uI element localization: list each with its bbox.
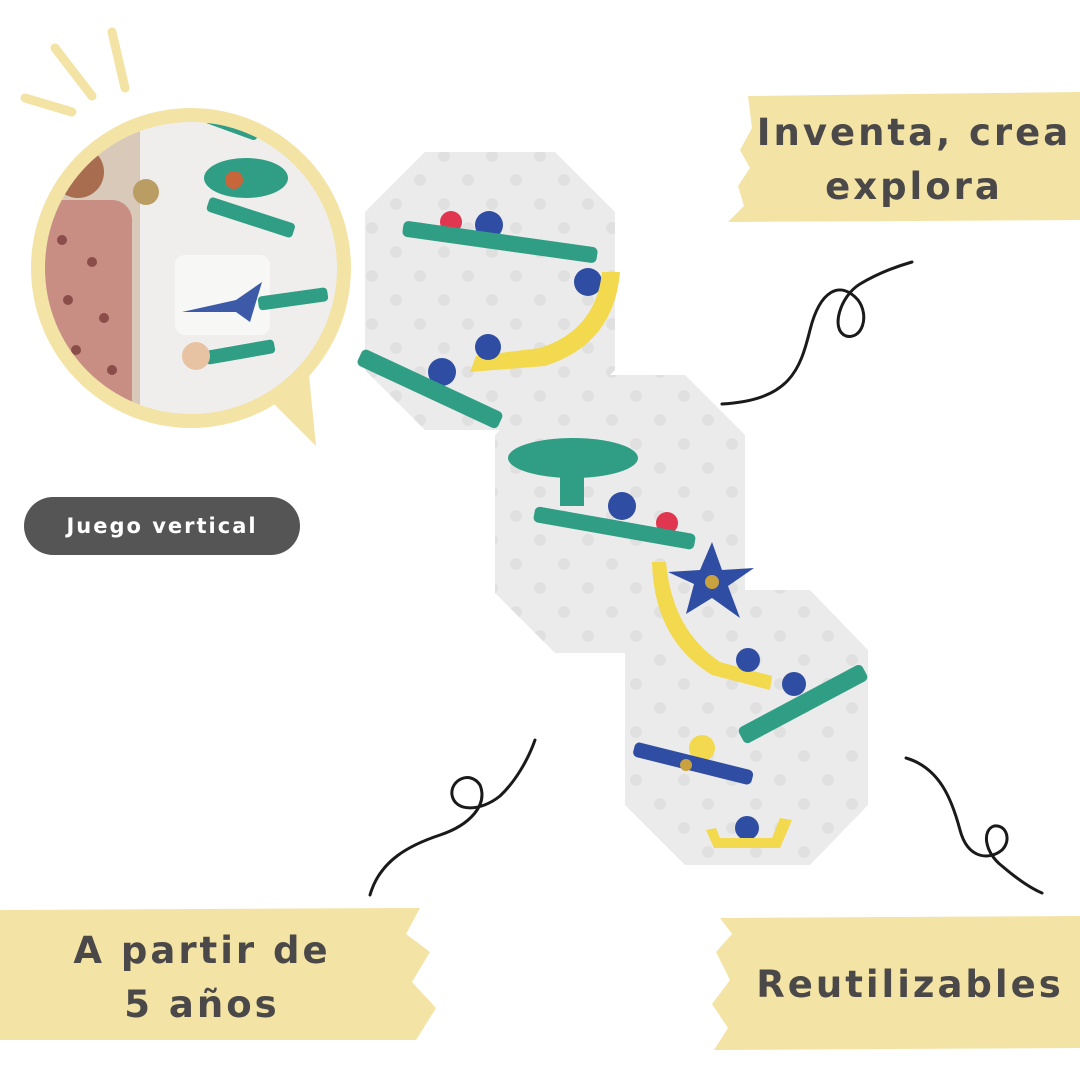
label-top-right-line1: Inventa, crea bbox=[756, 111, 1072, 154]
label-bottom-left-line2: 5 años bbox=[124, 982, 280, 1026]
label-highlight-bottom-right bbox=[712, 916, 1080, 1050]
sparkle-icon bbox=[20, 27, 130, 117]
curly-line-bottom-right bbox=[904, 756, 1044, 895]
curly-line-bottom-left bbox=[368, 738, 537, 897]
label-top-right-line2: explora bbox=[825, 164, 1003, 208]
label-bottom-right: Reutilizables bbox=[740, 958, 1080, 1012]
label-bottom-left-line1: A partir de bbox=[73, 929, 331, 972]
label-highlight-bottom-left bbox=[0, 908, 436, 1040]
label-top-right: Inventa, crea explora bbox=[752, 106, 1076, 213]
label-highlight-top bbox=[728, 92, 1080, 222]
badge-text: Juego vertical bbox=[66, 514, 258, 538]
label-bottom-left: A partir de 5 años bbox=[22, 924, 382, 1031]
vertical-play-badge: Juego vertical bbox=[24, 497, 300, 555]
label-bottom-right-text: Reutilizables bbox=[756, 963, 1064, 1006]
photo-speech-bubble bbox=[31, 108, 351, 446]
curly-line-top bbox=[720, 260, 914, 406]
